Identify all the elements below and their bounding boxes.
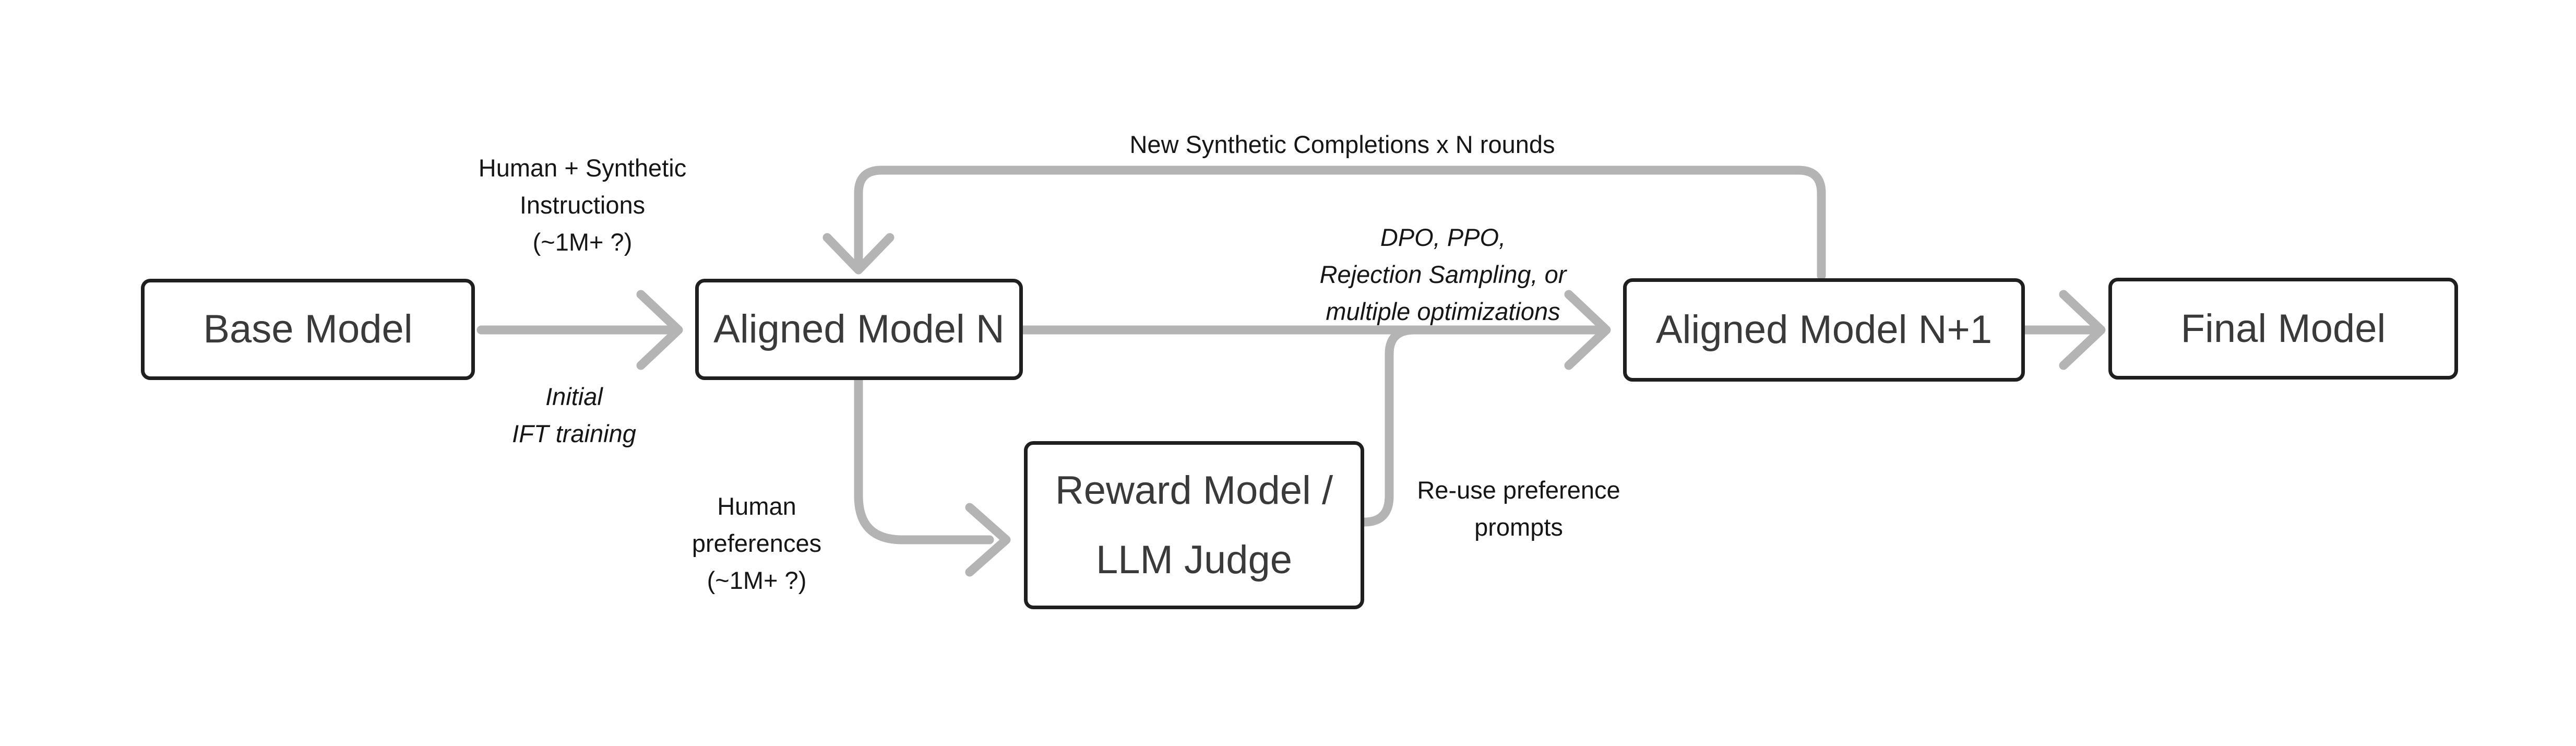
label-human-preferences-line2: preferences: [691, 529, 822, 557]
label-human-preferences-line1: Human: [717, 492, 796, 520]
connector-reward-to-main-arrow: [1359, 325, 1419, 527]
connector-reward-to-main-arrow-line: [1359, 325, 1419, 527]
node-base-model-label: Base Model: [203, 307, 413, 352]
label-human-preferences-line3: (~1M+ ?): [707, 566, 807, 594]
label-dpo-ppo-optimizations-line2: Rejection Sampling, or: [1319, 260, 1567, 288]
node-aligned-model-n1: Aligned Model N+1: [1623, 278, 2025, 382]
label-new-synthetic-completions: New Synthetic Completions x N rounds: [1003, 126, 1681, 163]
arrow-n1-to-final: [2021, 290, 2106, 370]
loop-n1-to-aligned-n-line: [854, 165, 1826, 280]
node-aligned-model-n: Aligned Model N: [695, 279, 1023, 380]
label-reuse-preference-prompts: Re-use preference prompts: [1310, 471, 1727, 546]
arrow-aligned-n-to-reward-arrowhead: [965, 503, 1011, 577]
arrow-aligned-n-to-n1: [1019, 290, 1611, 370]
label-dpo-ppo-optimizations: DPO, PPO, Rejection Sampling, or multipl…: [1208, 219, 1678, 330]
node-reward-model-line2: LLM Judge: [1095, 538, 1293, 582]
arrow-aligned-n-to-reward: [854, 376, 1011, 577]
label-dpo-ppo-optimizations-line3: multiple optimizations: [1326, 298, 1560, 325]
node-reward-model-line1: Reward Model /: [1055, 468, 1333, 513]
arrow-aligned-n-to-n1-arrowhead: [1564, 290, 1611, 370]
arrow-base-to-aligned-n: [476, 290, 683, 370]
label-reuse-preference-prompts-line2: prompts: [1474, 513, 1563, 541]
node-final-model: Final Model: [2108, 278, 2458, 380]
label-initial-ift-training-line1: Initial: [545, 383, 603, 410]
label-human-synthetic-instructions: Human + Synthetic Instructions (~1M+ ?): [374, 149, 791, 260]
label-human-synthetic-instructions-line2: Instructions: [519, 191, 646, 219]
label-human-synthetic-instructions-line1: Human + Synthetic: [478, 154, 687, 182]
label-human-synthetic-instructions-line3: (~1M+ ?): [532, 228, 633, 256]
label-initial-ift-training: Initial IFT training: [365, 378, 783, 452]
node-base-model: Base Model: [141, 279, 475, 380]
label-dpo-ppo-optimizations-line1: DPO, PPO,: [1380, 223, 1506, 251]
arrow-base-to-aligned-n-arrowhead: [636, 290, 683, 370]
node-final-model-label: Final Model: [2180, 306, 2386, 351]
label-initial-ift-training-line2: IFT training: [512, 420, 636, 447]
loop-n1-to-aligned-n: [822, 165, 1826, 280]
arrow-aligned-n-to-reward-line: [854, 376, 994, 544]
loop-n1-to-aligned-n-arrowhead: [822, 233, 895, 275]
node-aligned-model-n1-label: Aligned Model N+1: [1655, 307, 1993, 352]
arrow-n1-to-final-arrowhead: [2059, 290, 2106, 370]
node-aligned-model-n-label: Aligned Model N: [713, 307, 1005, 352]
label-human-preferences: Human preferences (~1M+ ?): [548, 488, 965, 599]
label-new-synthetic-completions-text: New Synthetic Completions x N rounds: [1129, 131, 1555, 158]
node-reward-model-llm-judge: Reward Model / LLM Judge: [1024, 441, 1364, 609]
label-reuse-preference-prompts-line1: Re-use preference: [1417, 476, 1620, 504]
